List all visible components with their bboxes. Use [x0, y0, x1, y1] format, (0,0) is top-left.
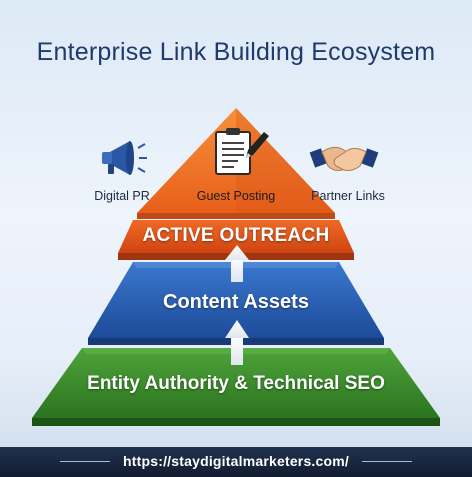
label-entity-authority: Entity Authority & Technical SEO [87, 373, 385, 394]
document-pen-icon [215, 128, 269, 175]
handshake-icon [309, 146, 379, 171]
page-title: Enterprise Link Building Ecosystem [36, 38, 436, 66]
arrow-up-icon [225, 245, 249, 282]
arrow-up-icon [225, 320, 249, 365]
label-active-outreach: ACTIVE OUTREACH [142, 225, 330, 246]
tier-content [88, 262, 384, 345]
label-digital-pr: Digital PR [94, 189, 150, 203]
footer-divider-left [60, 461, 110, 462]
label-content-assets: Content Assets [163, 291, 309, 313]
footer-url: https://staydigitalmarketers.com/ [123, 453, 349, 469]
footer-bar: https://staydigitalmarketers.com/ [0, 447, 472, 477]
label-guest-posting: Guest Posting [196, 189, 276, 203]
label-partner-links: Partner Links [311, 189, 385, 203]
tier-foundation [32, 348, 440, 426]
megaphone-icon [102, 141, 147, 175]
footer-divider-right [362, 461, 412, 462]
